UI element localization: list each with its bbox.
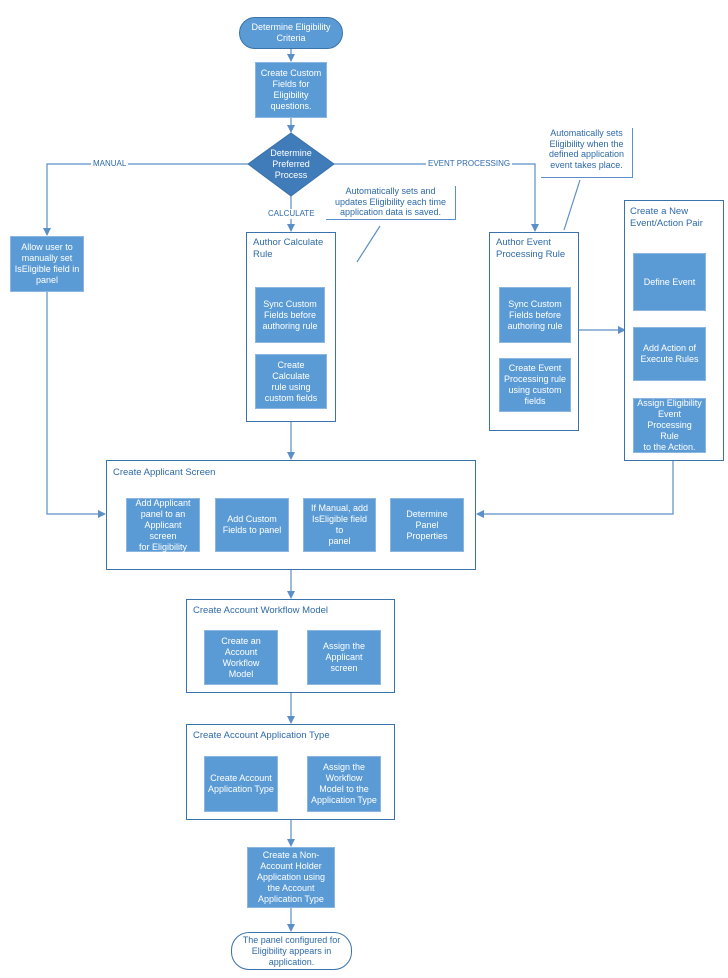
create-custom-fields-box: Create Custom Fields for Eligibility que… [255, 62, 327, 118]
note-calc-leader [356, 225, 381, 263]
end-terminator: The panel configured for Eligibility app… [231, 932, 352, 970]
decision-label: Determine Preferred Process [270, 147, 312, 180]
label-calculate: CALCULATE [266, 209, 317, 219]
manual-eligible-box: Allow user to manually set IsEligible fi… [10, 236, 84, 292]
arrow-manual [43, 163, 249, 236]
applicant-step-add-panel: Add Applicant panel to an Applicant scre… [126, 498, 200, 552]
note-event-leader [563, 179, 581, 231]
add-action-box: Add Action of Execute Rules [633, 327, 706, 381]
label-manual: MANUAL [91, 159, 129, 169]
event-create-rule-box: Create Event Processing rule using custo… [499, 358, 571, 412]
author-calculate-rule-title: Author Calculate Rule [253, 237, 324, 260]
workflow-create-box: Create an Account Workflow Model [204, 630, 278, 685]
author-event-rule-title: Author Event Processing Rule [496, 237, 566, 260]
arrow-manual-to-screen [46, 292, 106, 518]
event-action-pair-title: Create a New Event/Action Pair [630, 206, 703, 229]
assign-rule-box: Assign Eligibility Event Processing Rule… [633, 398, 706, 453]
arrow-pair-to-screen [476, 461, 674, 518]
applicant-step-manual-field: If Manual, add IsEligible field to panel [303, 498, 376, 552]
workflow-model-title: Create Account Workflow Model [193, 605, 328, 616]
application-type-title: Create Account Application Type [193, 730, 330, 741]
apptype-create-box: Create Account Application Type [204, 756, 278, 812]
calc-create-rule-box: Create Calculate rule using custom field… [255, 354, 327, 409]
define-event-box: Define Event [633, 253, 706, 311]
apptype-assign-box: Assign the Workflow Model to the Applica… [307, 756, 381, 812]
start-terminator: Determine Eligibility Criteria [239, 17, 343, 49]
decision-diamond [247, 132, 335, 197]
applicant-step-panel-properties: Determine Panel Properties [390, 498, 464, 552]
applicant-screen-title: Create Applicant Screen [113, 467, 216, 478]
event-sync-fields-box: Sync Custom Fields before authoring rule [499, 287, 571, 343]
applicant-step-add-fields: Add Custom Fields to panel [215, 498, 289, 552]
calc-sync-fields-box: Sync Custom Fields before authoring rule [255, 287, 325, 343]
arrow-event [333, 163, 539, 232]
note-calculate: Automatically sets and updates Eligibili… [326, 186, 456, 220]
note-event: Automatically sets Eligibility when the … [541, 128, 633, 178]
non-account-application-box: Create a Non- Account Holder Application… [247, 847, 335, 908]
workflow-assign-box: Assign the Applicant screen [307, 630, 381, 685]
label-event-processing: EVENT PROCESSING [426, 159, 513, 169]
